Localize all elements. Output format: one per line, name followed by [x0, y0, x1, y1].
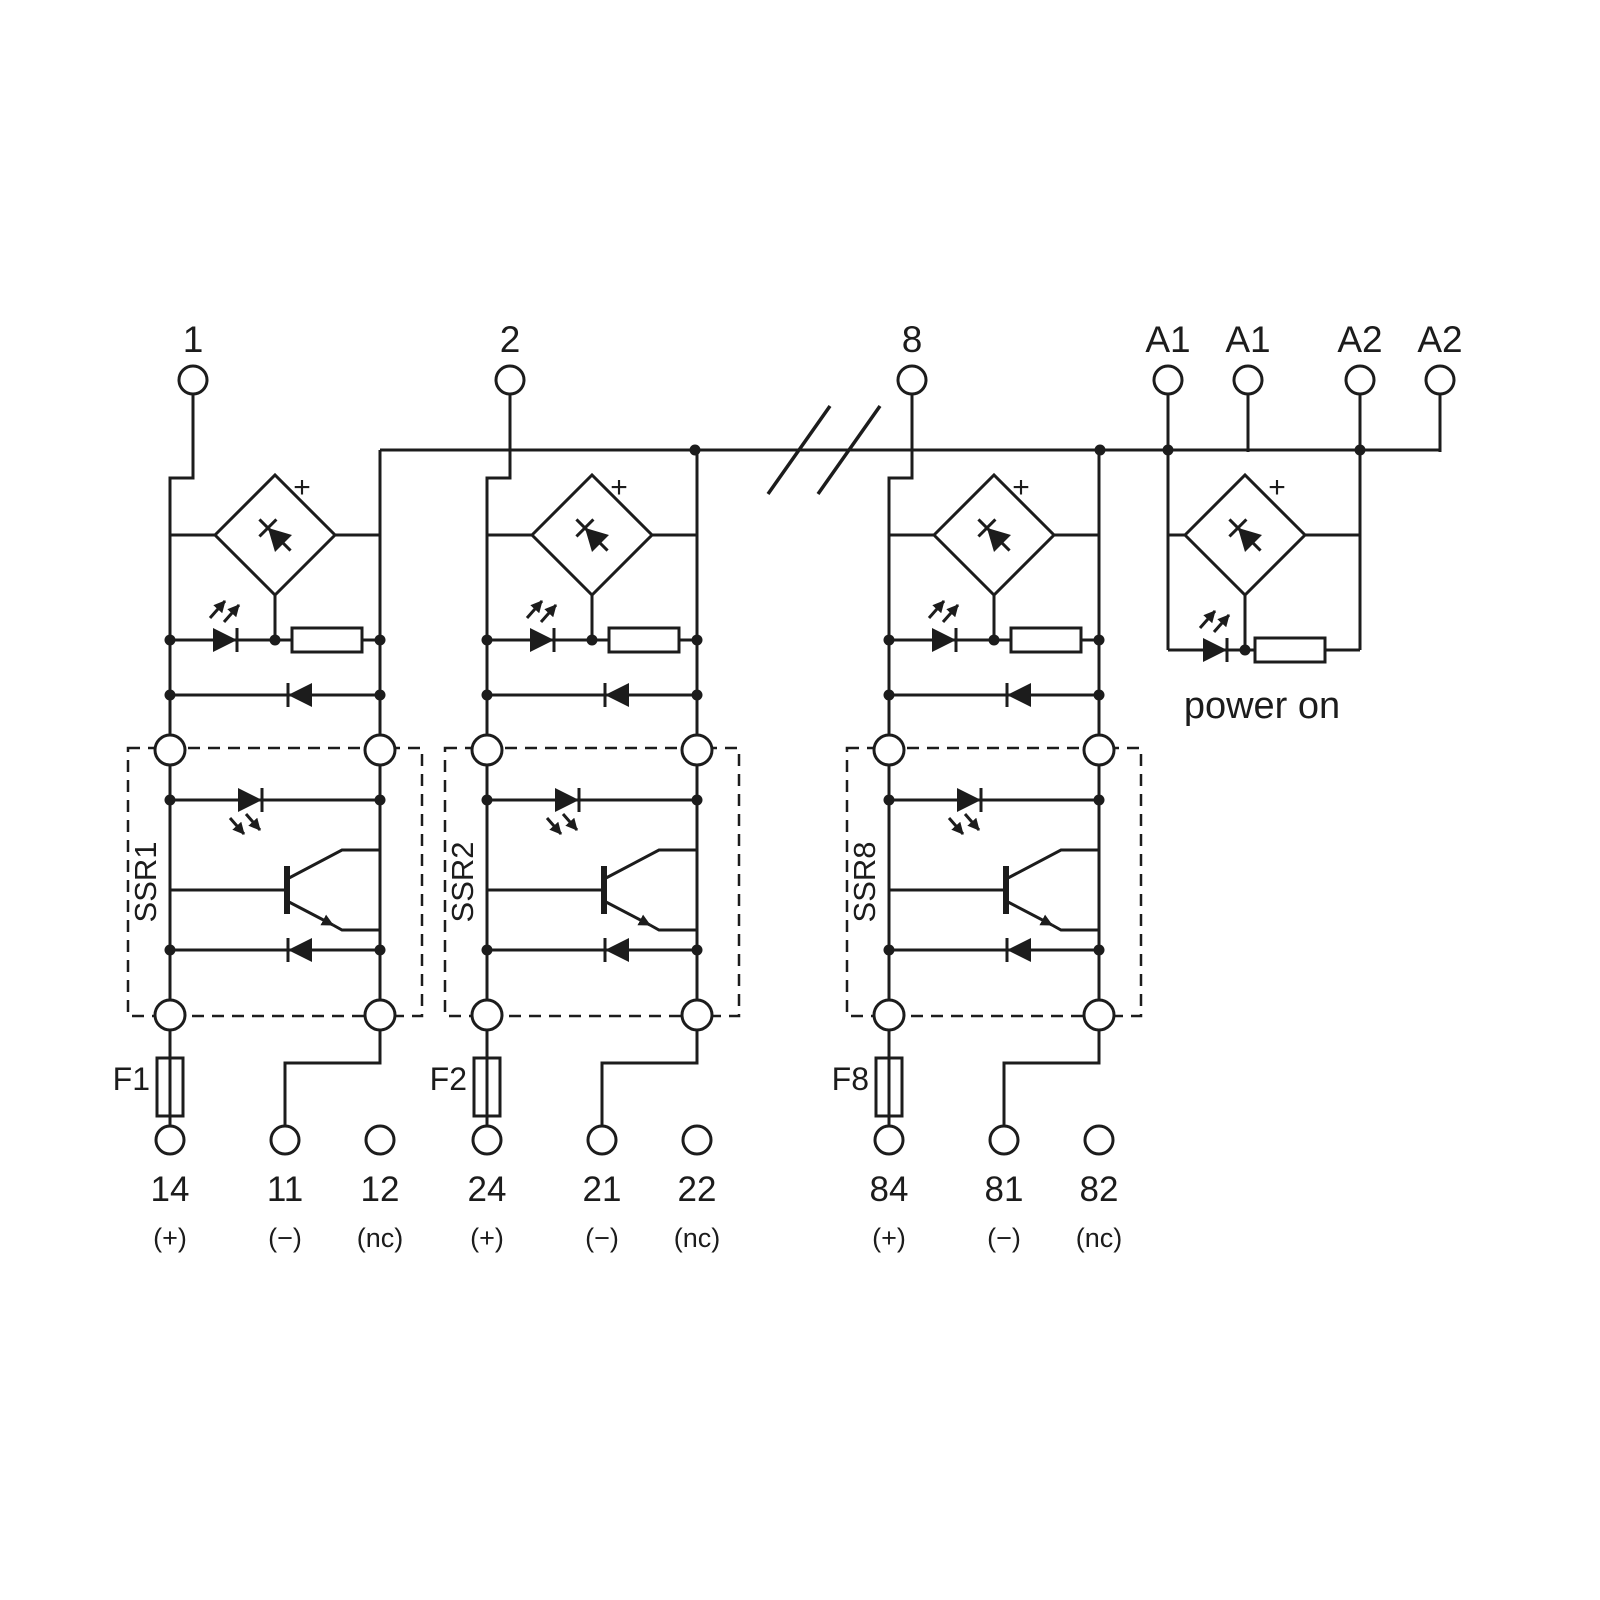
channel-8-terminal-81: 81 — [985, 1170, 1024, 1209]
channel-2: 2 + SSR2 F2 24 21 22 (+) (−) (nc) — [430, 319, 739, 1253]
terminal-a2-2 — [1424, 364, 1456, 396]
channel-1-polarity-plus: (+) — [153, 1223, 187, 1253]
channel-2-polarity-minus: (−) — [585, 1223, 619, 1253]
channel-8-input-label: 8 — [902, 319, 923, 360]
terminal-a1-2 — [1232, 364, 1264, 396]
channel-2-polarity-plus: (+) — [470, 1223, 504, 1253]
channel-1: 1 + SSR1 F1 14 11 12 (+) (−) (nc) — [113, 319, 422, 1253]
terminal-a2-2-label: A2 — [1417, 319, 1462, 360]
terminal-a1-1 — [1152, 364, 1184, 396]
channel-2-ssr-label: SSR2 — [445, 842, 480, 923]
channel-8-circuit — [847, 366, 1141, 1154]
channel-2-bridge-plus-label: + — [610, 471, 628, 504]
channel-1-circuit — [128, 366, 422, 1154]
channel-8-polarity-nc: (nc) — [1076, 1223, 1123, 1253]
power-bridge-rectifier-icon — [1182, 472, 1308, 598]
channel-1-polarity-nc: (nc) — [357, 1223, 404, 1253]
power-on-label: power on — [1184, 685, 1340, 727]
supply-terminals — [1152, 364, 1456, 396]
channel-8-bridge-plus-label: + — [1012, 471, 1030, 504]
bus-junction-dots — [689, 444, 1366, 656]
terminal-a1-2-label: A1 — [1225, 319, 1270, 360]
channel-8-terminal-84: 84 — [870, 1170, 909, 1209]
channel-8-fuse-label: F8 — [832, 1061, 869, 1097]
terminal-a2-1-label: A2 — [1337, 319, 1382, 360]
power-on-circuit — [380, 364, 1456, 664]
channel-8: 8 + SSR8 F8 84 81 82 (+) (−) (nc) — [832, 319, 1141, 1253]
channel-1-polarity-minus: (−) — [268, 1223, 302, 1253]
terminal-a1-1-label: A1 — [1145, 319, 1190, 360]
channel-2-terminal-21: 21 — [583, 1170, 622, 1209]
channel-1-ssr-label: SSR1 — [128, 842, 163, 923]
channel-2-polarity-nc: (nc) — [674, 1223, 721, 1253]
channel-2-input-label: 2 — [500, 319, 521, 360]
channel-8-polarity-plus: (+) — [872, 1223, 906, 1253]
channel-1-terminal-12: 12 — [361, 1170, 400, 1209]
channel-1-terminal-14: 14 — [151, 1170, 190, 1209]
terminal-a2-1 — [1344, 364, 1376, 396]
channel-8-terminal-82: 82 — [1080, 1170, 1119, 1209]
channel-2-terminal-24: 24 — [468, 1170, 507, 1209]
channel-2-terminal-22: 22 — [678, 1170, 717, 1209]
supply-bus-wires — [380, 394, 1442, 652]
power-on-resistor-icon — [1253, 636, 1327, 664]
bus-break-icon — [766, 404, 882, 496]
channel-8-ssr-label: SSR8 — [847, 842, 882, 923]
channel-2-fuse-label: F2 — [430, 1061, 467, 1097]
channel-1-terminal-11: 11 — [267, 1170, 303, 1209]
channel-2-circuit — [445, 366, 739, 1154]
power-bridge-plus-label: + — [1268, 471, 1286, 504]
channel-1-fuse-label: F1 — [113, 1061, 150, 1097]
channel-8-polarity-minus: (−) — [987, 1223, 1021, 1253]
channel-1-input-label: 1 — [183, 319, 204, 360]
power-on-led-icon — [1198, 610, 1231, 662]
channel-1-bridge-plus-label: + — [293, 471, 311, 504]
